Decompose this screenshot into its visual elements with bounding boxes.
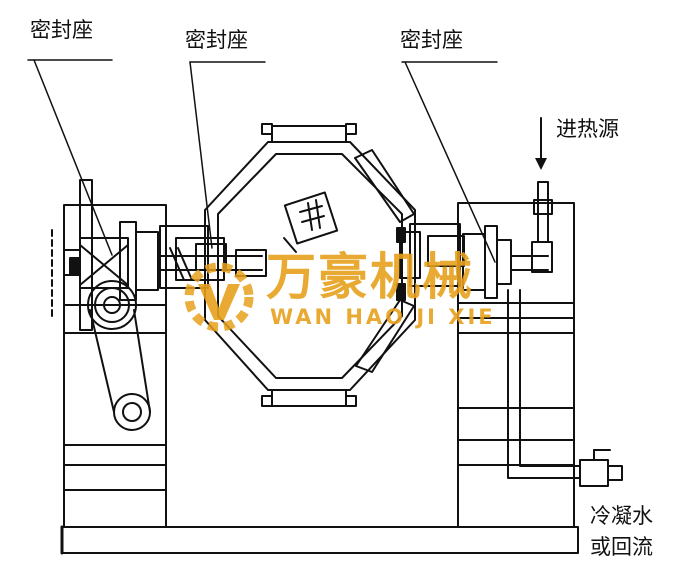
right-support-frame: [457, 202, 575, 528]
label-condensate-line2: 或回流: [590, 535, 653, 559]
leader-lines: [27, 59, 498, 263]
left-drive: [63, 179, 151, 431]
label-seal-right: 密封座: [400, 28, 463, 52]
right-seal-assembly: [396, 181, 553, 301]
label-condensate-line1: 冷凝水: [590, 504, 653, 528]
label-seal-left: 密封座: [30, 18, 93, 42]
condensate-pipe: [507, 289, 623, 487]
label-heat-inlet: 进热源: [556, 117, 619, 141]
watermark-brand-en: WAN HAO JI XIE: [270, 305, 496, 329]
heat-inlet-arrow: [535, 117, 547, 170]
watermark-brand-cn: 万豪机械: [266, 248, 474, 306]
vessel: [204, 123, 416, 407]
watermark-logo-icon: [184, 262, 254, 332]
label-seal-middle: 密封座: [185, 28, 248, 52]
left-support-frame: [51, 204, 167, 528]
base-plate: [61, 526, 579, 554]
